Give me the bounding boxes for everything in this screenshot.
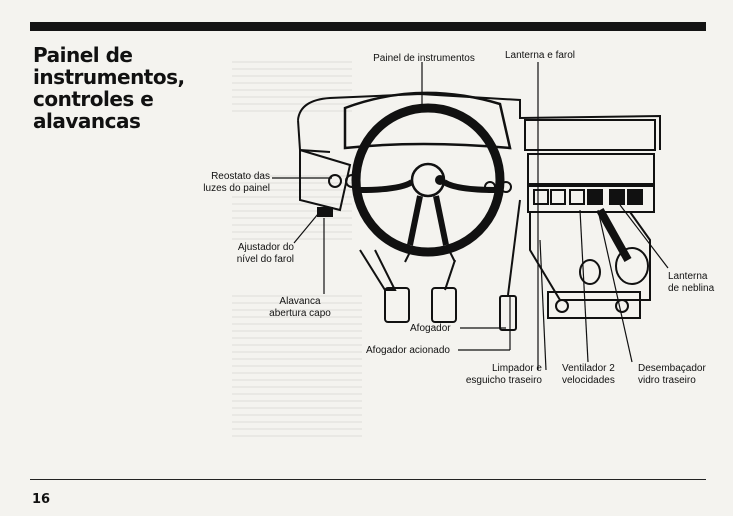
page-number: 16 xyxy=(32,492,51,507)
label-desembacador: Desembaçador vidro traseiro xyxy=(638,363,706,386)
bottom-rule xyxy=(30,479,706,480)
show-through-block xyxy=(232,170,352,240)
label-lanterna-farol: Lanterna e farol xyxy=(504,50,576,61)
label-limpador-esguicho: Limpador e esguicho traseiro xyxy=(465,363,542,386)
label-reostato: Reostato das luzes do painel xyxy=(203,171,270,194)
label-afogador-acionado: Afogador acionado xyxy=(366,345,450,356)
label-ajustador-farol: Ajustador do nível do farol xyxy=(236,242,294,265)
label-ventilador: Ventilador 2 velocidades xyxy=(562,363,615,386)
label-alavanca-capo: Alavanca abertura capo xyxy=(269,296,331,319)
label-lanterna-neblina: Lanterna de neblina xyxy=(668,271,715,294)
show-through-block xyxy=(232,290,362,440)
top-rule xyxy=(30,22,706,31)
page-title: Painel de instrumentos, controles e alav… xyxy=(33,43,185,133)
label-painel-instrumentos: Painel de instrumentos xyxy=(373,53,475,64)
show-through-block xyxy=(232,56,352,116)
label-afogador: Afogador xyxy=(410,323,451,334)
